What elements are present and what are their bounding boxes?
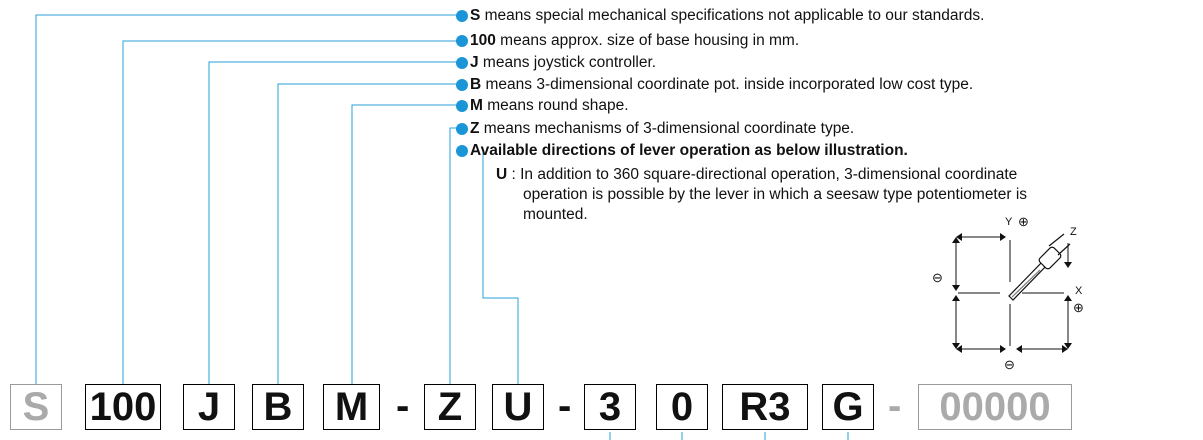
- axis-label-z: Z: [1070, 226, 1077, 238]
- leader-s: [35, 14, 462, 384]
- code-box-r3: R3: [722, 384, 808, 430]
- bullet-dot: [456, 35, 468, 47]
- bullet-dot: [456, 57, 468, 69]
- code-box-0: 0: [656, 384, 708, 430]
- leader-j: [208, 61, 462, 384]
- code-box-u: U: [492, 384, 544, 430]
- leader-u: [482, 150, 519, 384]
- separator-dash: -: [396, 384, 410, 428]
- axis-label-x: X: [1075, 285, 1083, 297]
- code-box-m: M: [323, 384, 380, 430]
- separator-dash: -: [558, 384, 572, 428]
- code-box-z: Z: [424, 384, 476, 430]
- lever-arrowheads: [952, 233, 1072, 353]
- bullet-dot: [456, 10, 468, 22]
- minus-icon: ⊖: [1004, 357, 1015, 372]
- leader-100: [122, 40, 462, 384]
- minus-icon: ⊖: [932, 270, 943, 285]
- leader-b: [277, 83, 462, 384]
- axis-label-y: Y: [1005, 216, 1013, 228]
- separator-dash: -: [888, 384, 902, 428]
- bullet-dot: [456, 79, 468, 91]
- note-j: J means joystick controller.: [456, 53, 656, 72]
- bullet-dot: [456, 145, 468, 157]
- note-u: U : In addition to 360 square-directiona…: [496, 166, 1028, 223]
- note-directions: Available directions of lever operation …: [456, 141, 908, 160]
- note-s: S means special mechanical specification…: [456, 6, 984, 25]
- note-z: Z means mechanisms of 3-dimensional coor…: [456, 119, 854, 138]
- note-m: M means round shape.: [456, 96, 629, 115]
- code-box-b: B: [252, 384, 304, 430]
- note-100: 100 means approx. size of base housing i…: [456, 31, 799, 50]
- bullet-dot: [456, 123, 468, 135]
- leader-z: [449, 127, 462, 384]
- lever-stick: [1008, 233, 1071, 301]
- plus-icon: ⊕: [1018, 214, 1029, 229]
- note-b: B means 3-dimensional coordinate pot. in…: [456, 75, 973, 94]
- code-box-00000: 00000: [918, 384, 1072, 430]
- plus-icon: ⊕: [1073, 300, 1084, 315]
- code-box-g: G: [822, 384, 874, 430]
- lever-illustration: [955, 236, 1069, 350]
- bullet-dot: [456, 100, 468, 112]
- code-box-j: J: [183, 384, 235, 430]
- leader-m: [351, 104, 462, 384]
- code-box-s: S: [10, 384, 62, 430]
- code-box-3: 3: [584, 384, 636, 430]
- code-box-100: 100: [85, 384, 161, 430]
